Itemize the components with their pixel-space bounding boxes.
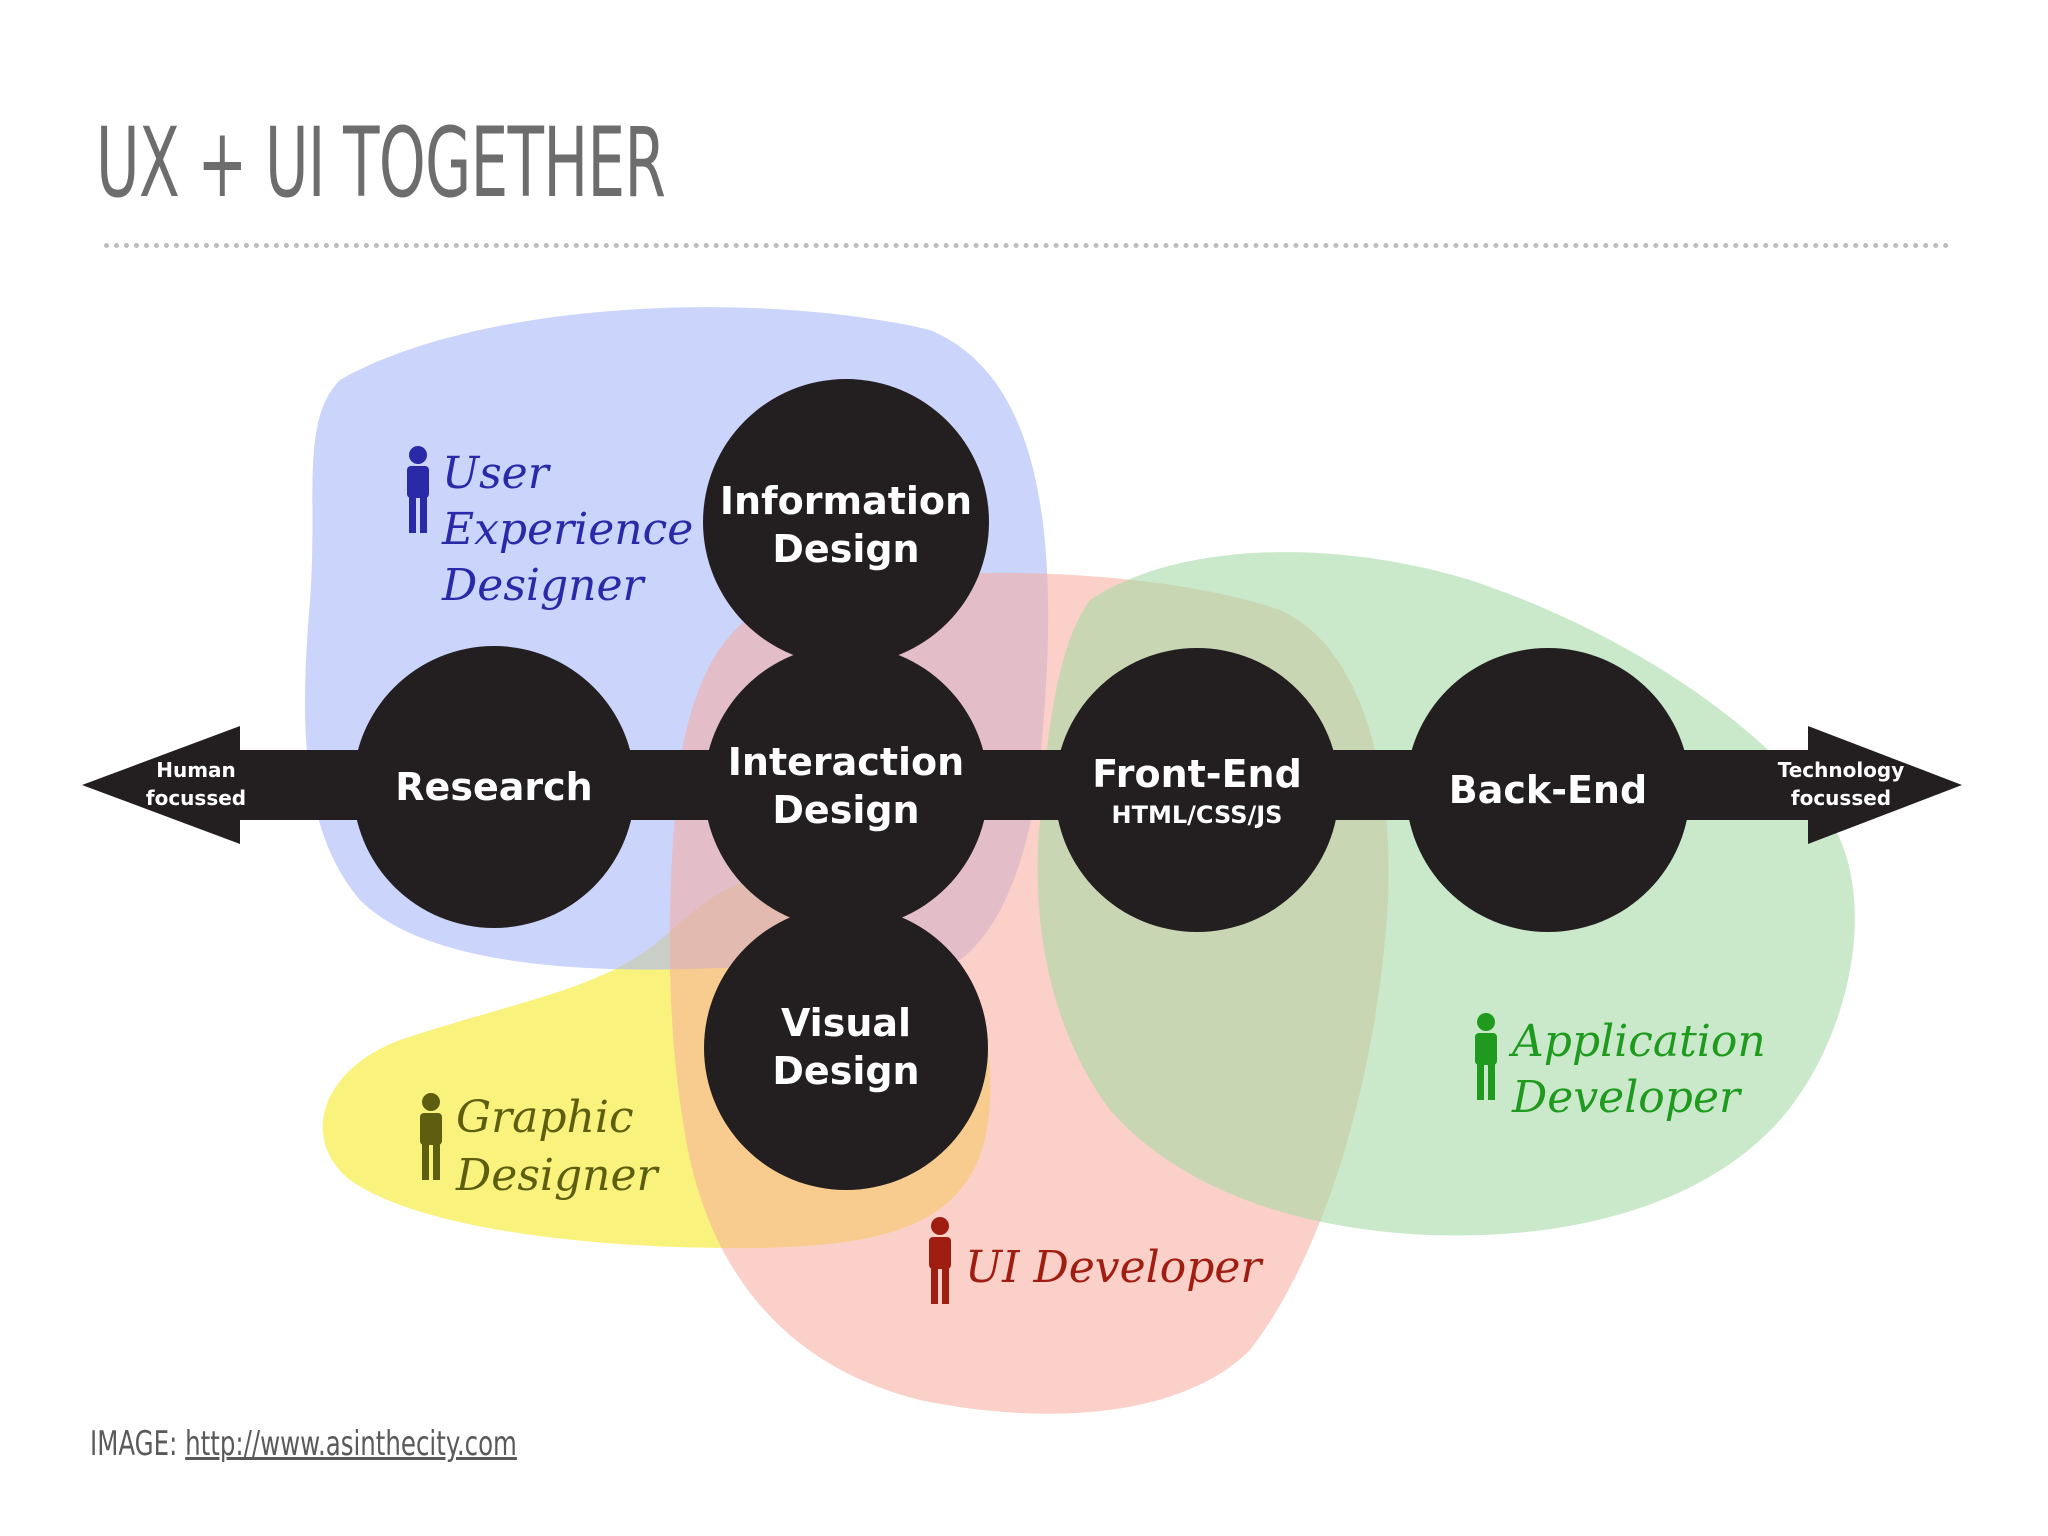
- ux-role-line2: Experience: [441, 504, 693, 555]
- back-end-label: Back-End: [1449, 768, 1647, 812]
- credit-label: IMAGE:: [90, 1424, 186, 1464]
- graphic-role-line1: Graphic: [456, 1092, 634, 1143]
- application-developer-person-icon: [1475, 1013, 1497, 1100]
- graphic-role-line2: Designer: [455, 1150, 661, 1201]
- title-divider: [104, 243, 1950, 248]
- image-credit: IMAGE: http://www.asinthecity.com: [90, 1424, 517, 1464]
- visual-design-line1: Visual: [781, 1001, 911, 1045]
- ui-developer-person-icon: [929, 1217, 951, 1304]
- axis-right-label-line2: focussed: [1791, 786, 1891, 810]
- information-design-line1: Information: [720, 479, 972, 523]
- visual-design-line2: Design: [772, 1049, 919, 1093]
- user-experience-designer-person-icon: [407, 446, 429, 533]
- research-node: [353, 646, 635, 928]
- ux-role-line3: Designer: [441, 560, 647, 611]
- axis-right-label-line1: Technology: [1778, 758, 1905, 782]
- research-label: Research: [395, 765, 592, 809]
- app-role-line1: Application: [1508, 1016, 1766, 1067]
- visual-design-node: [704, 906, 988, 1190]
- front-end-line2: HTML/CSS/JS: [1112, 801, 1283, 829]
- information-design-line2: Design: [772, 527, 919, 571]
- information-design-node: [703, 379, 989, 665]
- slide-title: UX + UI TOGETHER: [96, 107, 666, 219]
- ui-role-label: UI Developer: [965, 1242, 1264, 1293]
- app-role-line2: Developer: [1511, 1072, 1743, 1123]
- front-end-line1: Front-End: [1092, 752, 1302, 796]
- interaction-design-line1: Interaction: [728, 740, 964, 784]
- graphic-designer-person-icon: [420, 1093, 442, 1180]
- credit-link[interactable]: http://www.asinthecity.com: [185, 1424, 517, 1464]
- interaction-design-node: [704, 645, 988, 929]
- front-end-node: [1055, 648, 1339, 932]
- interaction-design-line2: Design: [772, 788, 919, 832]
- axis-left-label-line2: focussed: [146, 786, 246, 810]
- ux-role-line1: User: [442, 448, 552, 499]
- axis-left-label-line1: Human: [156, 758, 236, 782]
- back-end-node: [1406, 648, 1690, 932]
